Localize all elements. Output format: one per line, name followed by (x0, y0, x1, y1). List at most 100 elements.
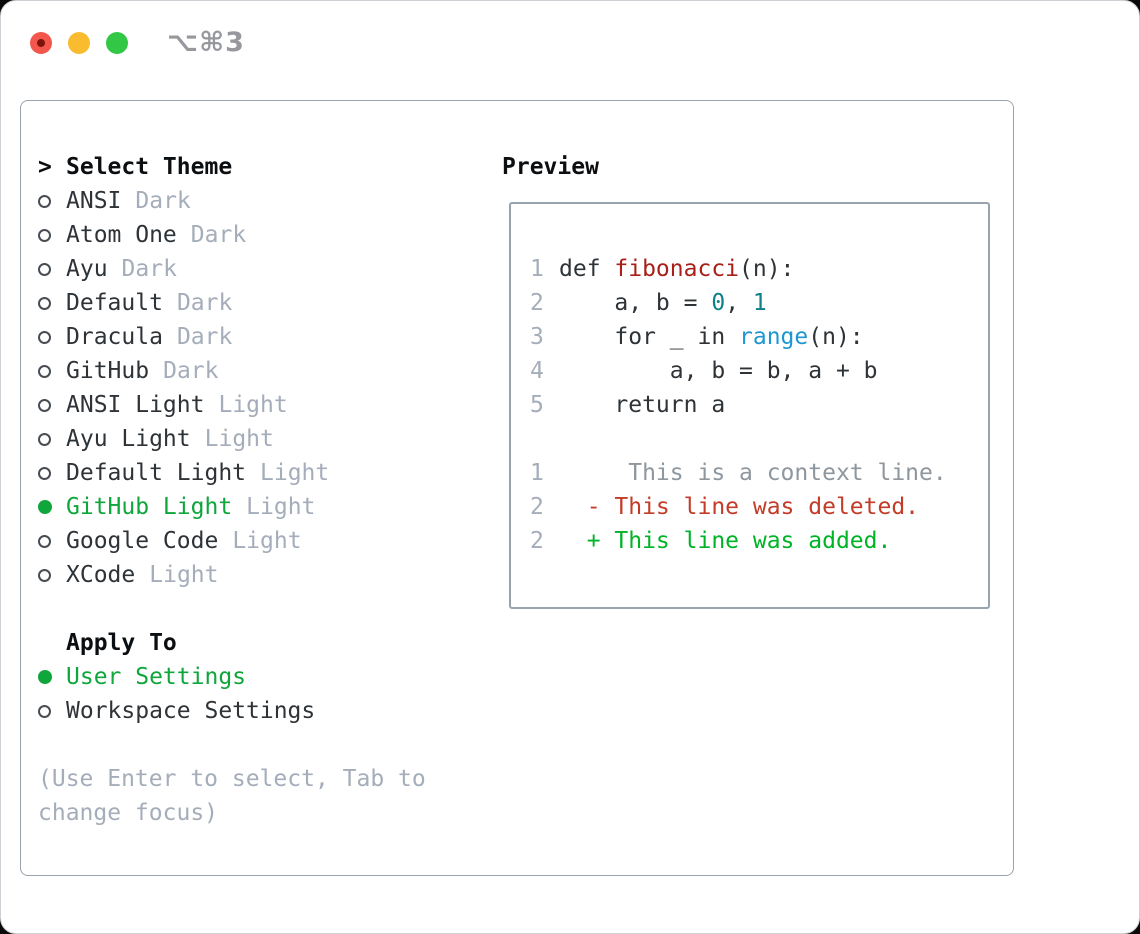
theme-list: > Select Theme ANSI Dark Atom One Dark A… (38, 150, 488, 830)
theme-name: Default (66, 290, 163, 316)
maximize-button[interactable] (106, 31, 128, 54)
radio-selected-icon (38, 500, 66, 514)
spacer (38, 592, 488, 626)
preview-title: Preview (502, 154, 599, 180)
radio-unselected-icon (38, 330, 66, 344)
radio-unselected-icon (38, 398, 66, 412)
apply-option-workspace-settings[interactable]: Workspace Settings (38, 694, 488, 728)
theme-name: Ayu (66, 256, 108, 282)
document-edited-dot-icon (37, 38, 45, 47)
main-panel: > Select Theme ANSI Dark Atom One Dark A… (20, 100, 1014, 876)
diff-added-text: + This line was added. (559, 528, 892, 554)
code-line: 5 return a (530, 388, 988, 422)
radio-unselected-icon (38, 568, 66, 582)
theme-name: ANSI (66, 188, 122, 214)
theme-name: Dracula (66, 324, 163, 350)
theme-variant: Dark (163, 358, 219, 384)
code-token: return a (559, 392, 726, 418)
theme-variant: Dark (190, 222, 247, 248)
theme-variant: Light (246, 494, 316, 520)
diff-context-text: This is a context line. (559, 460, 947, 486)
diff-line-deleted: 2 - This line was deleted. (530, 490, 988, 524)
radio-unselected-icon (38, 194, 66, 208)
line-number: 5 (530, 392, 544, 418)
spacer (38, 728, 488, 762)
code-token: def (559, 256, 615, 282)
line-number: 1 (530, 460, 544, 486)
diff-deleted-text: - This line was deleted. (559, 494, 920, 520)
apply-option-label: Workspace Settings (66, 698, 316, 724)
code-line: 3 for _ in range (n): (530, 320, 988, 354)
code-token: , (725, 290, 753, 316)
code-token-builtin: range (739, 324, 809, 350)
line-number: 1 (530, 256, 544, 282)
code-token-number: 1 (752, 290, 767, 316)
radio-unselected-icon (38, 534, 66, 548)
theme-name: XCode (66, 562, 136, 588)
theme-variant: Dark (176, 324, 233, 350)
theme-variant: Dark (135, 188, 191, 214)
code-token: a, b = b, a + b (559, 358, 878, 384)
code-line: 4 a, b = b, a + b (530, 354, 988, 388)
theme-option-github-light[interactable]: GitHub Light Light (38, 490, 488, 524)
radio-unselected-icon (38, 228, 66, 242)
theme-list-header: > Select Theme (38, 150, 488, 184)
radio-unselected-icon (38, 432, 66, 446)
theme-option-default-light[interactable]: Default Light Light (38, 456, 488, 490)
apply-option-label: User Settings (66, 664, 247, 690)
theme-name: ANSI Light (66, 392, 205, 418)
apply-to-header: Apply To (38, 626, 488, 660)
radio-unselected-icon (38, 364, 66, 378)
close-button[interactable] (30, 31, 52, 54)
theme-name: Ayu Light (66, 426, 191, 452)
theme-option-xcode[interactable]: XCode Light (38, 558, 488, 592)
theme-option-google-code[interactable]: Google Code Light (38, 524, 488, 558)
code-token-number: 0 (711, 290, 726, 316)
line-number: 3 (530, 324, 544, 350)
code-token: (n): (808, 324, 864, 350)
code-line: 2 a, b = 0 , 1 (530, 286, 988, 320)
theme-variant: Dark (176, 290, 233, 316)
theme-option-ansi-dark[interactable]: ANSI Dark (38, 184, 488, 218)
cursor-prompt-icon: > (38, 154, 52, 180)
theme-option-ayu-dark[interactable]: Ayu Dark (38, 252, 488, 286)
theme-name: Google Code (66, 528, 219, 554)
theme-option-default-dark[interactable]: Default Dark (38, 286, 488, 320)
radio-selected-icon (38, 670, 66, 684)
code-token: a, b = (559, 290, 712, 316)
theme-variant: Dark (121, 256, 177, 282)
radio-unselected-icon (38, 466, 66, 480)
theme-name: GitHub Light (66, 494, 233, 520)
line-number: 2 (530, 528, 544, 554)
line-number: 4 (530, 358, 544, 384)
minimize-button[interactable] (68, 31, 90, 54)
theme-variant: Light (218, 392, 288, 418)
theme-variant: Light (260, 460, 330, 486)
theme-variant: Light (204, 426, 274, 452)
diff-line-context: 1 This is a context line. (530, 456, 988, 490)
theme-list-title: Select Theme (66, 154, 233, 180)
theme-option-ansi-light[interactable]: ANSI Light Light (38, 388, 488, 422)
line-number: 2 (530, 494, 544, 520)
theme-option-dracula-dark[interactable]: Dracula Dark (38, 320, 488, 354)
theme-option-github-dark[interactable]: GitHub Dark (38, 354, 488, 388)
apply-option-user-settings[interactable]: User Settings (38, 660, 488, 694)
code-line: 1 def fibonacci (n): (530, 252, 988, 286)
titlebar: ⌥⌘3 (30, 27, 245, 58)
theme-option-atom-one-dark[interactable]: Atom One Dark (38, 218, 488, 252)
apply-to-title: Apply To (66, 630, 177, 656)
radio-unselected-icon (38, 704, 66, 718)
theme-option-ayu-light[interactable]: Ayu Light Light (38, 422, 488, 456)
line-number: 2 (530, 290, 544, 316)
code-token: (n): (739, 256, 795, 282)
preview-box: 1 def fibonacci (n): 2 a, b = 0 , 1 3 fo… (509, 202, 990, 609)
diff-line-added: 2 + This line was added. (530, 524, 988, 558)
spacer (530, 422, 988, 456)
theme-variant: Light (149, 562, 219, 588)
window-title: ⌥⌘3 (167, 27, 245, 58)
hint-text-line-1: (Use Enter to select, Tab to (38, 766, 426, 792)
hint-text-line-2: change focus) (38, 800, 219, 826)
theme-name: GitHub (66, 358, 150, 384)
code-token-function: fibonacci (614, 256, 740, 282)
